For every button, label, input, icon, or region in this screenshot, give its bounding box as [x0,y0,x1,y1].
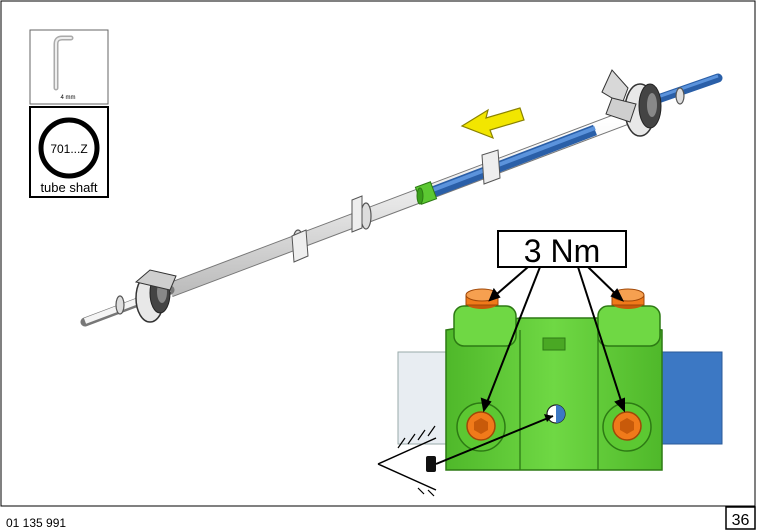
shaft-assembly [80,69,723,327]
torque-callout: 3 Nm [497,230,627,269]
allen-key-size-label: 4 mm [61,95,76,101]
direction-arrow-icon [460,107,525,140]
green-coupling [414,181,438,205]
eye-icon [377,414,554,497]
tube-shaft-caption: tube shaft [40,180,97,195]
page-border [0,0,756,507]
tube-code-label: 701...Z [50,142,87,156]
left-end-cap [134,269,177,323]
page-number: 36 [732,512,750,529]
doc-number: 01 135 991 [6,516,66,530]
torque-label: 3 Nm [524,233,600,269]
tube-shaft-tool: 701...Z tube shaft [29,106,109,198]
allen-key-icon [53,35,74,91]
page-number-box: 36 [725,506,756,530]
torque-arrows [480,266,625,413]
right-end-cap [601,69,662,137]
allen-key-tool: 4 mm [29,29,109,105]
tube-ring-icon [38,117,100,179]
clamp-detail [397,288,723,471]
